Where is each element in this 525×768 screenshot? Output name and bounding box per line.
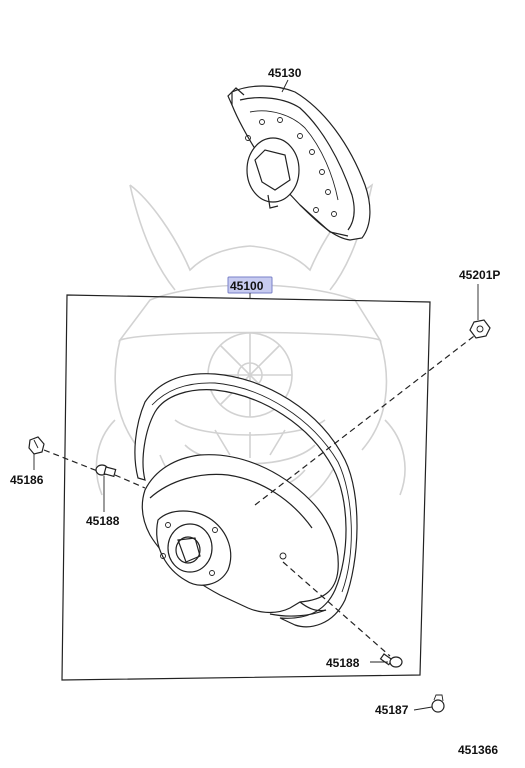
part-label-45186[interactable]: 45186 — [10, 473, 44, 487]
screw-45188-lower-drawing — [379, 653, 403, 668]
assembly-frame — [61, 294, 431, 681]
part-label-45188-lower[interactable]: 45188 — [326, 656, 360, 670]
steering-wheel-cover-drawing — [227, 85, 371, 241]
assembly-line-45186 — [43, 449, 101, 473]
clip-45186-drawing — [28, 436, 45, 455]
leader-45187 — [413, 706, 433, 711]
steering-wheel-drawing — [134, 373, 358, 628]
assembly-line-45188-left — [114, 474, 146, 489]
cap-45187-drawing — [431, 694, 445, 713]
part-label-45188-left[interactable]: 45188 — [86, 514, 120, 528]
nut-45201p-drawing — [469, 319, 491, 339]
part-label-45130[interactable]: 45130 — [268, 66, 302, 80]
screw-45188-left-drawing — [95, 464, 117, 478]
assembly-line-45188-lower — [282, 561, 391, 657]
assembly-line-45201p — [254, 332, 479, 506]
part-label-45187[interactable]: 45187 — [375, 703, 409, 717]
figure-number: 451366 — [458, 743, 498, 757]
leader-45130 — [281, 79, 289, 93]
part-label-45100[interactable]: 45100 — [230, 279, 264, 293]
part-label-45201p[interactable]: 45201P — [459, 268, 500, 282]
cover-mount-holes — [245, 117, 337, 217]
hub-bolt-holes — [160, 522, 287, 576]
